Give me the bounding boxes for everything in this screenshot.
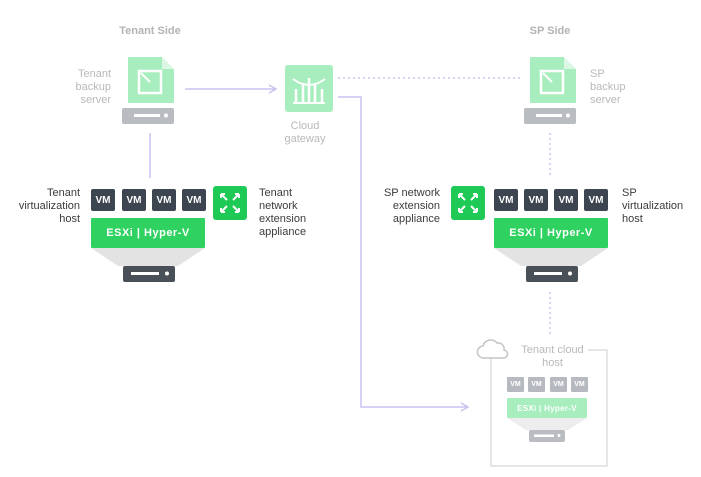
cloud-icon: [476, 339, 509, 359]
backup-server-icon: [122, 57, 174, 124]
vm-tile: VM: [571, 377, 588, 392]
header-sp-side: SP Side: [529, 25, 571, 37]
sp-network-extension-appliance-label: SP network extension appliance: [383, 187, 440, 225]
vm-tile: VM: [507, 377, 524, 392]
tenant-backup-server-label: Tenant backup server: [75, 68, 111, 106]
sp-backup-server-label: SP backup server: [590, 68, 626, 106]
vm-tile: VM: [91, 189, 115, 211]
sp-backup-server-icon: [524, 57, 576, 124]
tenant-cloud-host-label: Tenant cloud host: [521, 344, 584, 369]
hypervisor-bar: ESXi | Hyper-V: [494, 218, 608, 248]
server-icon: [91, 248, 205, 282]
hypervisor-bar: ESXi | Hyper-V: [91, 218, 205, 248]
expand-arrows-icon: [451, 186, 485, 220]
hypervisor-bar: ESXi | Hyper-V: [507, 398, 587, 418]
connector-gateway-to-cloud-host: [338, 96, 470, 412]
cloud-host-frame: [490, 349, 608, 467]
vm-tile: VM: [528, 377, 545, 392]
header-tenant-side: Tenant Side: [119, 25, 181, 37]
expand-arrows-icon: [213, 186, 247, 220]
vm-tile: VM: [550, 377, 567, 392]
vm-tile: VM: [152, 189, 176, 211]
server-icon: [507, 418, 587, 442]
cloud-gateway-label: Cloud gateway: [284, 120, 326, 145]
vm-tile: VM: [182, 189, 206, 211]
vm-tile: VM: [524, 189, 548, 211]
gateway-icon: [285, 65, 333, 112]
tenant-virtualization-host-label: Tenant virtualization host: [18, 187, 80, 225]
vm-tile: VM: [554, 189, 578, 211]
vm-tile: VM: [494, 189, 518, 211]
tenant-network-extension-appliance-label: Tenant network extension appliance: [259, 187, 307, 238]
server-icon: [494, 248, 608, 282]
vm-tile: VM: [122, 189, 146, 211]
sp-virtualization-host-label: SP virtualization host: [622, 187, 684, 225]
vm-tile: VM: [584, 189, 608, 211]
